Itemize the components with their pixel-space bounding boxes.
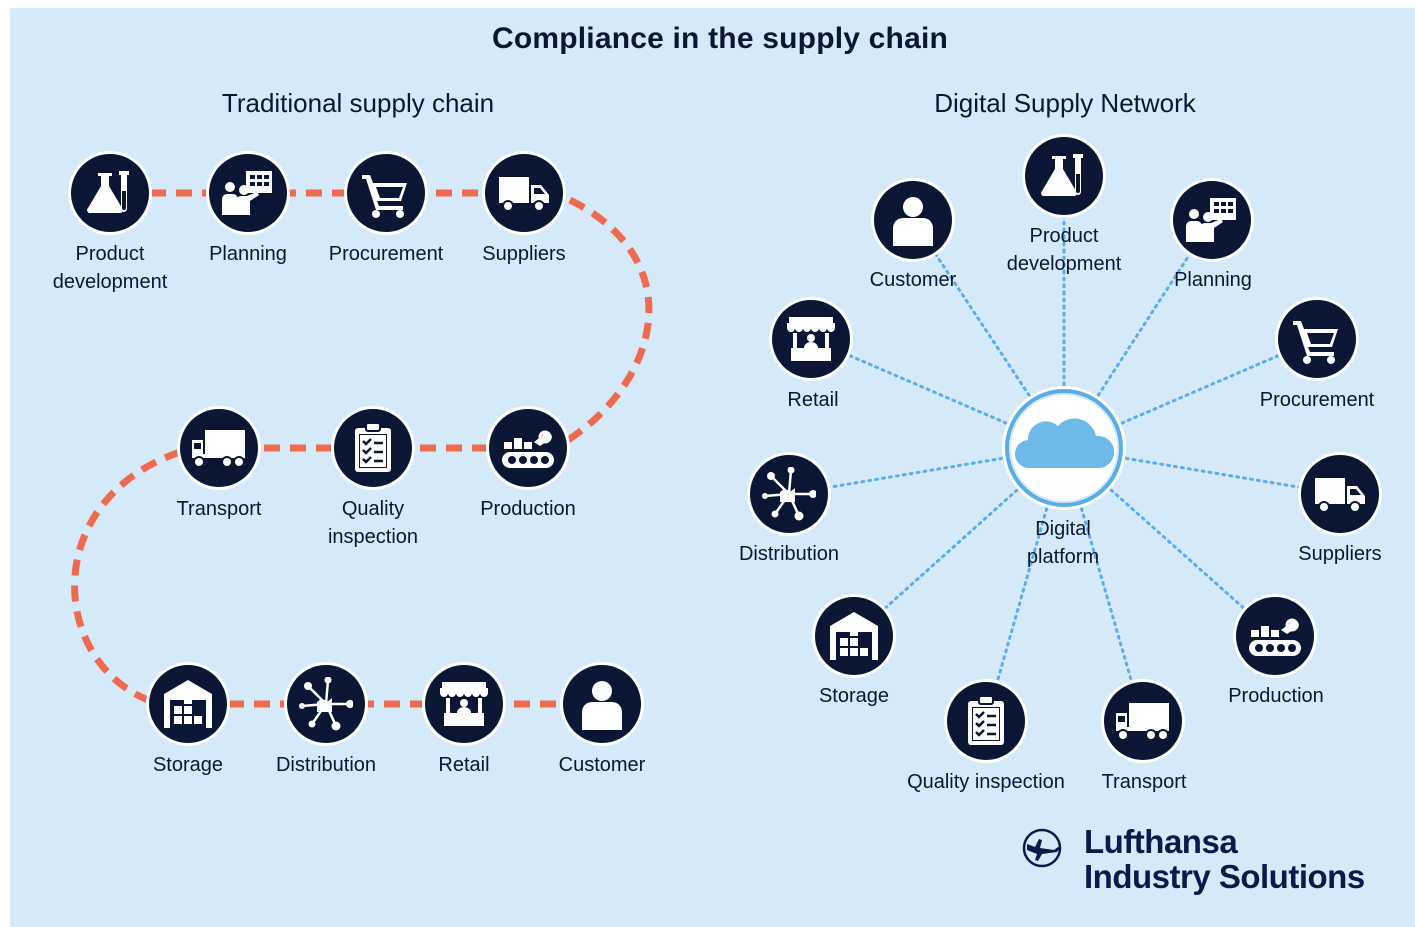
traditional-node (177, 406, 261, 490)
logo-line-2: Industry Solutions (1084, 858, 1365, 895)
network-node (871, 178, 955, 262)
traditional-node (331, 406, 415, 490)
network-spoke (809, 337, 1066, 450)
traditional-node (68, 151, 152, 235)
network-node-label: Retail (787, 389, 839, 411)
traditional-section-title: Traditional supply chain (221, 88, 495, 118)
network-node-label: Quality inspection (907, 771, 1065, 793)
traditional-node-label: Procurement (328, 243, 444, 265)
network-node-label: Planning (1174, 269, 1252, 291)
kiosk-icon (440, 682, 488, 726)
network-section-title: Digital Supply Network (934, 88, 1196, 118)
traditional-node (486, 406, 570, 490)
traditional-node-label: Planning (209, 243, 287, 265)
traditional-node (422, 662, 506, 746)
network-node-label: Distribution (738, 543, 840, 565)
traditional-node (284, 662, 368, 746)
network-node-label: Customer (869, 269, 957, 291)
traditional-node-label: Retail (438, 754, 490, 776)
crane-logo-icon (1022, 828, 1062, 868)
network-spoke (984, 446, 1066, 723)
traditional-node-label: Transport (176, 498, 262, 520)
network-node-label: Suppliers (1298, 543, 1382, 565)
logo-line-1: Lufthansa (1084, 823, 1238, 860)
traditional-node-label: Production (480, 498, 576, 520)
traditional-node-label: Storage (152, 754, 224, 776)
traditional-node-label: Customer (558, 754, 646, 776)
network-node (769, 297, 853, 381)
network-spoke (1062, 446, 1277, 638)
traditional-node (344, 151, 428, 235)
network-node (944, 679, 1028, 763)
network-node (1233, 594, 1317, 678)
network-node (1298, 452, 1382, 536)
traditional-node (482, 151, 566, 235)
traditional-node-label: Suppliers (482, 243, 566, 265)
clipboard-icon (966, 694, 1006, 747)
network-spoke (852, 446, 1066, 638)
traditional-nodes (68, 151, 644, 746)
traditional-node (560, 662, 644, 746)
page-title: Compliance in the supply chain (491, 22, 949, 55)
network-node-label: Transport (1101, 771, 1187, 793)
network-node (1101, 679, 1185, 763)
logo-wordmark: Lufthansa Industry Solutions (1084, 824, 1365, 894)
traditional-node (206, 151, 290, 235)
traditional-node (146, 662, 230, 746)
network-spoke (1062, 337, 1319, 450)
network-spoke (787, 446, 1066, 496)
network-spoke (1062, 446, 1145, 723)
network-nodes (747, 134, 1382, 763)
traditional-node-label: Distribution (275, 754, 377, 776)
lufthansa-logo: Lufthansa Industry Solutions (1020, 824, 1380, 904)
network-node (1170, 178, 1254, 262)
digital-platform-hub (1002, 386, 1126, 510)
network-node-label: Storage (818, 685, 890, 707)
clipboard-icon (353, 421, 393, 474)
kiosk-icon (787, 317, 835, 361)
network-node (1022, 134, 1106, 218)
network-node-label: Procurement (1259, 389, 1375, 411)
network-node-label: Production (1228, 685, 1324, 707)
network-spoke (1062, 446, 1342, 496)
network-node (812, 594, 896, 678)
network-node (1275, 297, 1359, 381)
network-node (747, 452, 831, 536)
